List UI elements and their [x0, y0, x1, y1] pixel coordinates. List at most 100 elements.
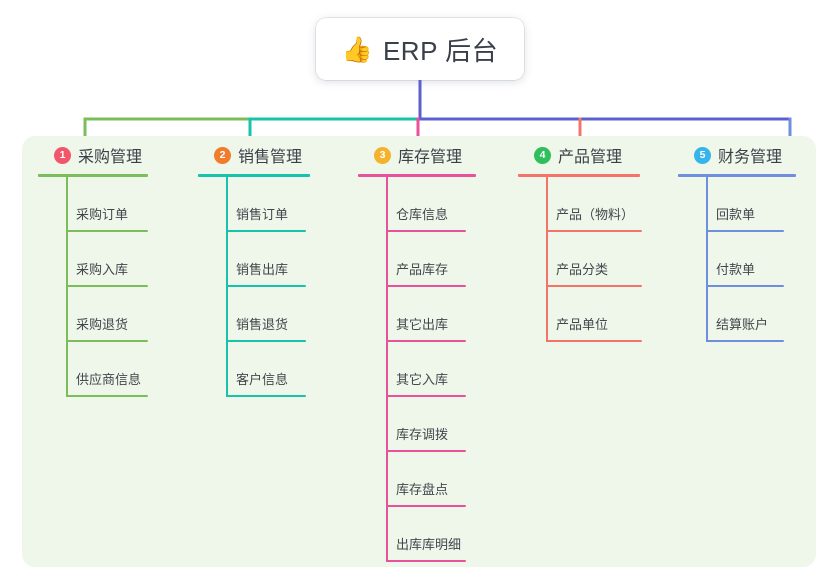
content-panel	[22, 136, 816, 567]
menu-item-label: 产品单位	[556, 317, 609, 332]
menu-item-rule	[546, 285, 642, 287]
menu-item[interactable]: 库存盘点	[358, 452, 476, 507]
menu-item-label: 其它入库	[396, 372, 449, 387]
menu-item[interactable]: 仓库信息	[358, 177, 476, 232]
menu-item-rule	[706, 340, 784, 342]
menu-item[interactable]: 库存调拨	[358, 397, 476, 452]
menu-item-label: 供应商信息	[76, 372, 142, 387]
menu-item-rule	[546, 230, 642, 232]
column-header-rule	[38, 174, 148, 177]
menu-item-rule	[546, 340, 642, 342]
column-3: 3 库存管理仓库信息产品库存其它出库其它入库库存调拨库存盘点出库库明细	[358, 142, 476, 562]
column-title: 财务管理	[718, 149, 783, 166]
menu-item-rule	[386, 340, 466, 342]
number-badge-icon: 5	[694, 146, 711, 164]
menu-item-rule	[226, 285, 306, 287]
column-header-1[interactable]: 1 采购管理	[38, 142, 148, 168]
column-items: 产品（物料） 产品分类产品单位	[518, 177, 642, 342]
menu-item-rule	[226, 230, 306, 232]
menu-item[interactable]: 采购退货	[38, 287, 148, 342]
menu-item-label: 产品分类	[556, 262, 609, 277]
menu-item-rule	[386, 395, 466, 397]
column-header-rule	[678, 174, 796, 177]
menu-item-label: 其它出库	[396, 317, 449, 332]
column-header-3[interactable]: 3 库存管理	[358, 142, 476, 168]
menu-item-label: 销售出库	[236, 262, 289, 277]
menu-item-label: 销售订单	[236, 207, 289, 222]
menu-item[interactable]: 供应商信息	[38, 342, 148, 397]
column-items: 销售订单销售出库销售退货客户信息	[198, 177, 310, 397]
column-1: 1 采购管理采购订单采购入库采购退货供应商信息	[38, 142, 148, 397]
column-items: 回款单付款单结算账户	[678, 177, 796, 342]
menu-item-rule	[226, 340, 306, 342]
column-header-2[interactable]: 2 销售管理	[198, 142, 310, 168]
menu-item[interactable]: 付款单	[678, 232, 796, 287]
column-title: 产品管理	[558, 149, 623, 166]
number-badge-icon: 3	[374, 146, 391, 164]
menu-item-label: 采购入库	[76, 262, 129, 277]
menu-item[interactable]: 客户信息	[198, 342, 310, 397]
menu-item-label: 采购订单	[76, 207, 129, 222]
menu-item[interactable]: 回款单	[678, 177, 796, 232]
menu-item-rule	[386, 230, 466, 232]
menu-item[interactable]: 结算账户	[678, 287, 796, 342]
menu-item-rule	[386, 505, 466, 507]
column-header-5[interactable]: 5 财务管理	[678, 142, 796, 168]
menu-item-label: 出库库明细	[396, 537, 462, 552]
menu-item-label: 付款单	[716, 262, 756, 277]
menu-item-label: 库存调拨	[396, 427, 449, 442]
column-spine	[706, 177, 708, 342]
menu-item[interactable]: 其它入库	[358, 342, 476, 397]
column-header-rule	[358, 174, 476, 177]
menu-item-rule	[386, 560, 466, 562]
number-badge-icon: 2	[214, 146, 231, 164]
thumbs-up-icon: 👍	[341, 34, 373, 64]
column-header-rule	[198, 174, 310, 177]
menu-item-rule	[66, 230, 148, 232]
number-badge-icon: 4	[534, 146, 551, 164]
menu-item[interactable]: 产品库存	[358, 232, 476, 287]
column-header-rule	[518, 174, 640, 177]
column-spine	[66, 177, 68, 397]
menu-item-label: 库存盘点	[396, 482, 449, 497]
column-5: 5 财务管理回款单付款单结算账户	[678, 142, 796, 342]
column-title: 采购管理	[78, 149, 143, 166]
menu-item-label: 销售退货	[236, 317, 289, 332]
menu-item-label: 产品（物料）	[556, 207, 635, 222]
column-spine	[546, 177, 548, 342]
column-title: 库存管理	[398, 149, 463, 166]
menu-item-rule	[706, 285, 784, 287]
column-items: 仓库信息产品库存其它出库其它入库库存调拨库存盘点出库库明细	[358, 177, 476, 562]
menu-item-rule	[386, 450, 466, 452]
column-title: 销售管理	[238, 149, 303, 166]
menu-item[interactable]: 采购入库	[38, 232, 148, 287]
column-spine	[386, 177, 388, 562]
menu-item[interactable]: 产品（物料）	[518, 177, 642, 232]
menu-item[interactable]: 采购订单	[38, 177, 148, 232]
menu-item[interactable]: 销售出库	[198, 232, 310, 287]
column-items: 采购订单采购入库采购退货供应商信息	[38, 177, 148, 397]
menu-item-label: 客户信息	[236, 372, 289, 387]
column-spine	[226, 177, 228, 397]
menu-item[interactable]: 销售订单	[198, 177, 310, 232]
menu-item[interactable]: 出库库明细	[358, 507, 476, 562]
menu-item-label: 产品库存	[396, 262, 449, 277]
menu-item-rule	[66, 340, 148, 342]
menu-item-label: 回款单	[716, 207, 756, 222]
column-2: 2 销售管理销售订单销售出库销售退货客户信息	[198, 142, 310, 397]
menu-item[interactable]: 产品单位	[518, 287, 642, 342]
menu-item-label: 采购退货	[76, 317, 129, 332]
menu-item[interactable]: 其它出库	[358, 287, 476, 342]
menu-item[interactable]: 产品分类	[518, 232, 642, 287]
column-4: 4 产品管理产品（物料） 产品分类产品单位	[518, 142, 642, 342]
menu-item-rule	[66, 395, 148, 397]
menu-item-label: 仓库信息	[396, 207, 449, 222]
column-header-4[interactable]: 4 产品管理	[518, 142, 640, 168]
root-title: ERP 后台	[382, 35, 499, 66]
menu-item[interactable]: 销售退货	[198, 287, 310, 342]
menu-item-label: 结算账户	[716, 317, 769, 332]
number-badge-icon: 1	[54, 146, 71, 164]
root-node[interactable]: 👍 ERP 后台	[316, 18, 524, 80]
menu-item-rule	[66, 285, 148, 287]
